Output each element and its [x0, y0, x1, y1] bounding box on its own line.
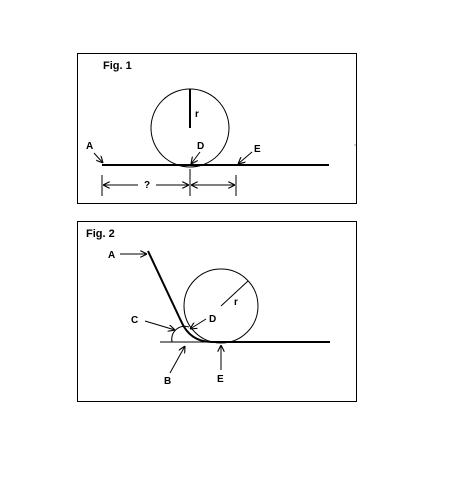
figure-1-arrow-e [238, 151, 253, 164]
figure-2-label-b: B [164, 376, 171, 387]
figure-2-frame [77, 221, 357, 402]
figure-2-label-e: E [217, 374, 224, 385]
figure-1-label-r: r [195, 109, 199, 120]
figure-1-label-d: D [197, 141, 204, 152]
figure-1-arrow-a [93, 152, 103, 163]
figure-1-title: Fig. 1 [103, 60, 132, 72]
figure-1-arrow-d [191, 151, 201, 164]
figure-2-label-d: D [209, 314, 216, 325]
figure-2-radius [220, 280, 249, 307]
figure-1-frame [77, 53, 357, 204]
figure-2-track [147, 250, 330, 343]
figure-2: Fig. 2 r A C D B E [77, 221, 357, 402]
figure-2-arrow-b [169, 346, 185, 374]
figure-2-label-r: r [234, 297, 238, 308]
figure-1-label-a: A [86, 141, 93, 152]
figure-2-angle-arc [171, 325, 190, 343]
figure-2-arrow-c [144, 320, 175, 330]
figure-2-title: Fig. 2 [86, 228, 115, 240]
figure-2-label-c: C [131, 315, 138, 326]
figure-2-arrow-d [190, 318, 207, 329]
figure-2-label-a: A [108, 250, 115, 261]
figure-1: Fig. 1 r A D E ? [77, 53, 357, 204]
figure-1-dimension: ? [101, 169, 237, 196]
figure-1-label-unknown: ? [144, 180, 150, 191]
figure-1-label-e: E [254, 144, 261, 155]
stray-dot [354, 144, 356, 146]
